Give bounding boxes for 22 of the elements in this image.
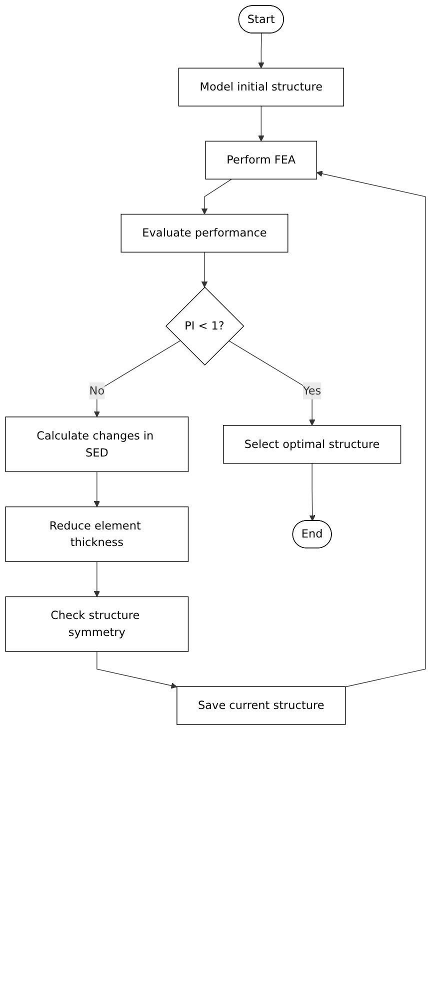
arrow	[258, 33, 264, 68]
arrow	[94, 340, 181, 418]
edge-label: Yes	[303, 384, 322, 398]
node-box: Check structure symmetry	[5, 596, 189, 652]
arrow	[94, 561, 100, 598]
node-box: Reduce element thickness	[5, 506, 189, 562]
node-box: Evaluate performance	[120, 214, 288, 252]
node-diamond: PI < 1?	[166, 286, 244, 366]
arrow	[201, 178, 232, 214]
arrow	[96, 651, 178, 689]
node-box: Save current structure	[176, 686, 346, 725]
node-box: Perform FEA	[205, 140, 318, 180]
arrow	[94, 471, 100, 508]
arrow	[228, 340, 316, 426]
arrow	[309, 462, 316, 522]
node-box: Select optimal structure	[223, 425, 402, 464]
node-box: Model initial structure	[178, 68, 344, 106]
arrow	[201, 252, 208, 288]
arrow	[258, 106, 264, 142]
node-box: Calculate changes in SED	[5, 416, 189, 472]
edge-label: No	[89, 384, 105, 398]
arrow	[316, 170, 426, 688]
